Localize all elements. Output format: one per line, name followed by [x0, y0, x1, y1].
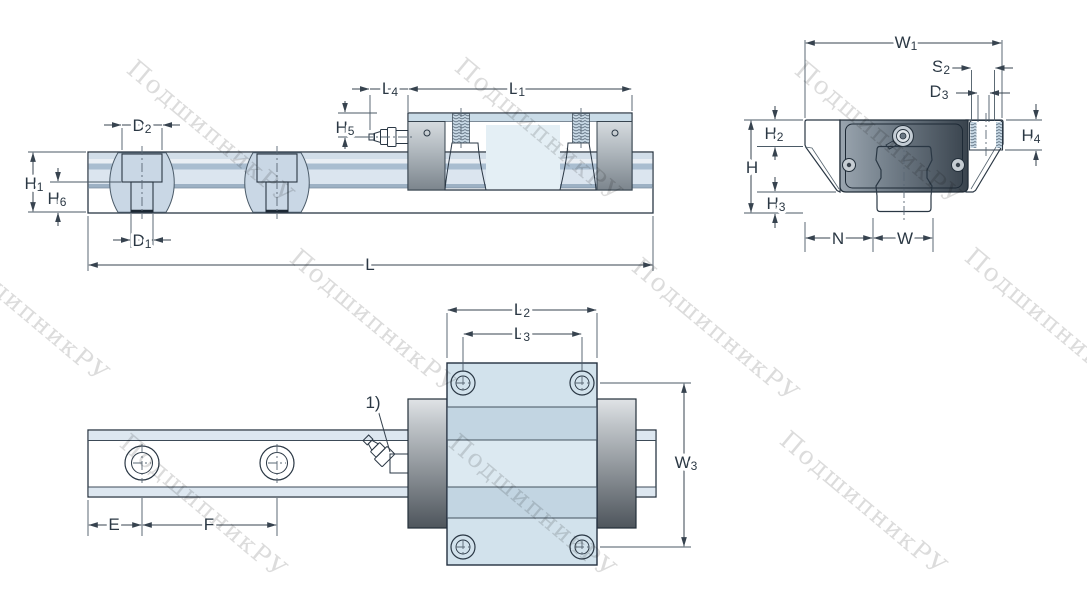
- rail-bolt-hole-side-1: [109, 146, 175, 219]
- dim-label-d3: D3: [930, 82, 949, 103]
- grease-nipple-front: [885, 124, 915, 150]
- carriage-end-cap-left-plan: [407, 398, 448, 529]
- rail-hole-plan-1: [124, 444, 160, 483]
- grease-nipple-side: [364, 127, 413, 147]
- dim-label-d2: D2: [133, 116, 152, 137]
- carriage-leg-right: [559, 142, 597, 191]
- cross-section-view: [744, 40, 1042, 252]
- dim-label-h: H: [746, 158, 758, 177]
- dim-label-l1: L1: [509, 79, 525, 100]
- dim-label-d1: D1: [133, 231, 152, 252]
- dim-label-l: L: [365, 255, 374, 274]
- carriage-flange-left: [804, 119, 841, 193]
- carriage-end-cap-right-plan: [596, 398, 637, 529]
- end-cap-screw-right: [611, 129, 619, 137]
- side-elevation-view: [28, 86, 654, 271]
- dim-label-l2: L2: [514, 300, 530, 321]
- side-view-dimensions: [28, 86, 654, 271]
- carriage-flange-right: [965, 119, 1004, 193]
- rail-bolt-hole-side-2: [244, 146, 310, 219]
- dim-label-h1: H1: [25, 174, 44, 195]
- dim-label-l4: L4: [382, 79, 398, 100]
- carriage-center-panel: [486, 125, 560, 189]
- carriage-side-view: [364, 108, 633, 191]
- rail-cross-section: [875, 145, 933, 213]
- dim-label-w: W: [897, 229, 913, 248]
- end-cap-screw-left: [423, 129, 431, 137]
- dim-label-w3: W3: [675, 453, 698, 474]
- plan-view-dimensions: [87, 307, 691, 548]
- end-view-dimensions: [744, 40, 1042, 252]
- dim-label-note1: 1): [365, 393, 380, 412]
- dim-label-h3: H3: [767, 194, 786, 215]
- dim-label-h4: H4: [1022, 126, 1041, 147]
- dim-label-h2: H2: [765, 124, 784, 145]
- dim-label-f: F: [204, 515, 214, 534]
- carriage-plan-view: [407, 362, 637, 566]
- dim-label-h5: H5: [336, 118, 355, 139]
- dim-label-h6: H6: [48, 189, 67, 210]
- grease-nipple-plan: [362, 434, 409, 474]
- note-leader-line: [377, 409, 391, 453]
- carriage-end-cap-left-side: [407, 121, 446, 191]
- dim-label-l3: L3: [514, 324, 530, 345]
- lube-port-boss: [968, 113, 1004, 156]
- rail-hole-plan-2: [259, 444, 295, 483]
- dim-label-n: N: [832, 229, 844, 248]
- carriage-end-cap-right-side: [596, 121, 633, 191]
- carriage-leg-left: [444, 142, 487, 191]
- end-plate-outline: [845, 123, 963, 189]
- dim-label-e: E: [108, 515, 119, 534]
- plan-view: [87, 307, 691, 566]
- dim-label-s2: S2: [932, 57, 950, 78]
- dim-label-w1: W1: [895, 33, 918, 54]
